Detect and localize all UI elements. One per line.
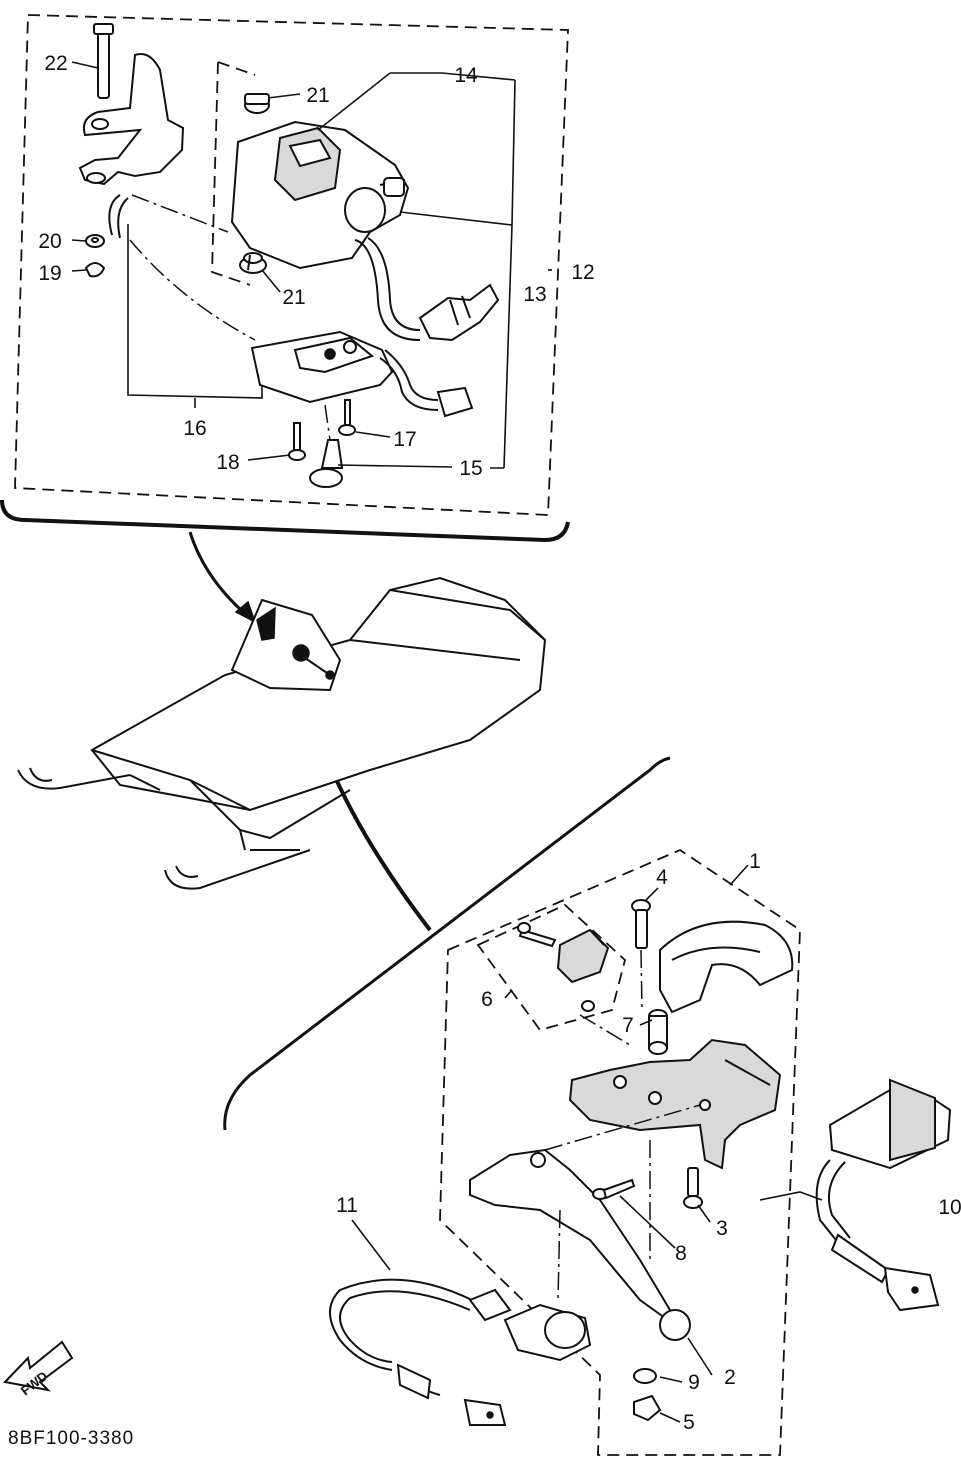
callout-9: 9 (688, 1371, 700, 1394)
callout-3: 3 (716, 1217, 728, 1240)
bolt-22 (97, 27, 110, 99)
fwd-arrow-icon: FWD (2, 1340, 74, 1398)
callout-14: 14 (454, 64, 478, 87)
callout-21-bottom: 21 (282, 286, 305, 309)
subgroup-frame-6 (476, 903, 627, 1032)
inset-shadow-border (0, 499, 570, 543)
bolt-15 (309, 439, 344, 488)
snowmobile-illustration (17, 576, 547, 890)
separator-line (223, 756, 671, 1131)
callout-17: 17 (393, 428, 416, 451)
brake-lever-2 (469, 1148, 691, 1341)
callout-8: 8 (675, 1242, 687, 1265)
drawing-code: 8BF100-3380 (8, 1428, 134, 1449)
lever-cover (659, 920, 794, 1014)
callout-4: 4 (656, 866, 668, 889)
lever-bracket (568, 1038, 782, 1170)
switch-base-16 (250, 330, 474, 418)
lock-washer-19 (84, 262, 106, 278)
callout-2: 2 (724, 1366, 736, 1389)
assembly-frame-1 (439, 848, 801, 1456)
callout-5: 5 (683, 1411, 695, 1434)
callout-10: 10 (938, 1196, 961, 1219)
callout-20: 20 (38, 230, 61, 253)
callout-12: 12 (571, 261, 594, 284)
screw-18 (288, 422, 306, 461)
switch-housing-14 (230, 120, 410, 271)
callout-7: 7 (622, 1014, 634, 1037)
callout-16: 16 (183, 417, 206, 440)
bolt-4 (631, 899, 651, 949)
bolt-3 (683, 1167, 703, 1209)
connector-13 (418, 283, 500, 342)
washer-9 (633, 1368, 657, 1384)
callout-19: 19 (38, 262, 61, 285)
inset-switch-assembly (0, 14, 570, 543)
connector-11 (463, 1398, 507, 1426)
screw-17 (338, 399, 356, 436)
callout-13: 13 (523, 283, 546, 306)
callout-1: 1 (749, 850, 761, 873)
nut-5 (633, 1394, 662, 1422)
pointer-arrow-upper (188, 531, 251, 620)
lever-assembly (329, 848, 952, 1456)
switch-11 (329, 1278, 592, 1426)
callout-11: 11 (336, 1194, 358, 1217)
callout-22: 22 (44, 52, 67, 75)
callout-21-top: 21 (306, 84, 329, 107)
ski-left (17, 769, 131, 790)
callout-15: 15 (459, 457, 482, 480)
switch-10 (815, 1078, 952, 1312)
inset-frame (14, 14, 569, 516)
connector-16 (436, 386, 474, 418)
lever-ball-end (659, 1309, 691, 1341)
screw-8 (592, 1178, 636, 1200)
ski-right (164, 849, 311, 890)
collar-7 (648, 1009, 668, 1055)
callout-18: 18 (216, 451, 239, 474)
callout-6: 6 (481, 988, 493, 1011)
bracket-assembly (78, 23, 185, 239)
